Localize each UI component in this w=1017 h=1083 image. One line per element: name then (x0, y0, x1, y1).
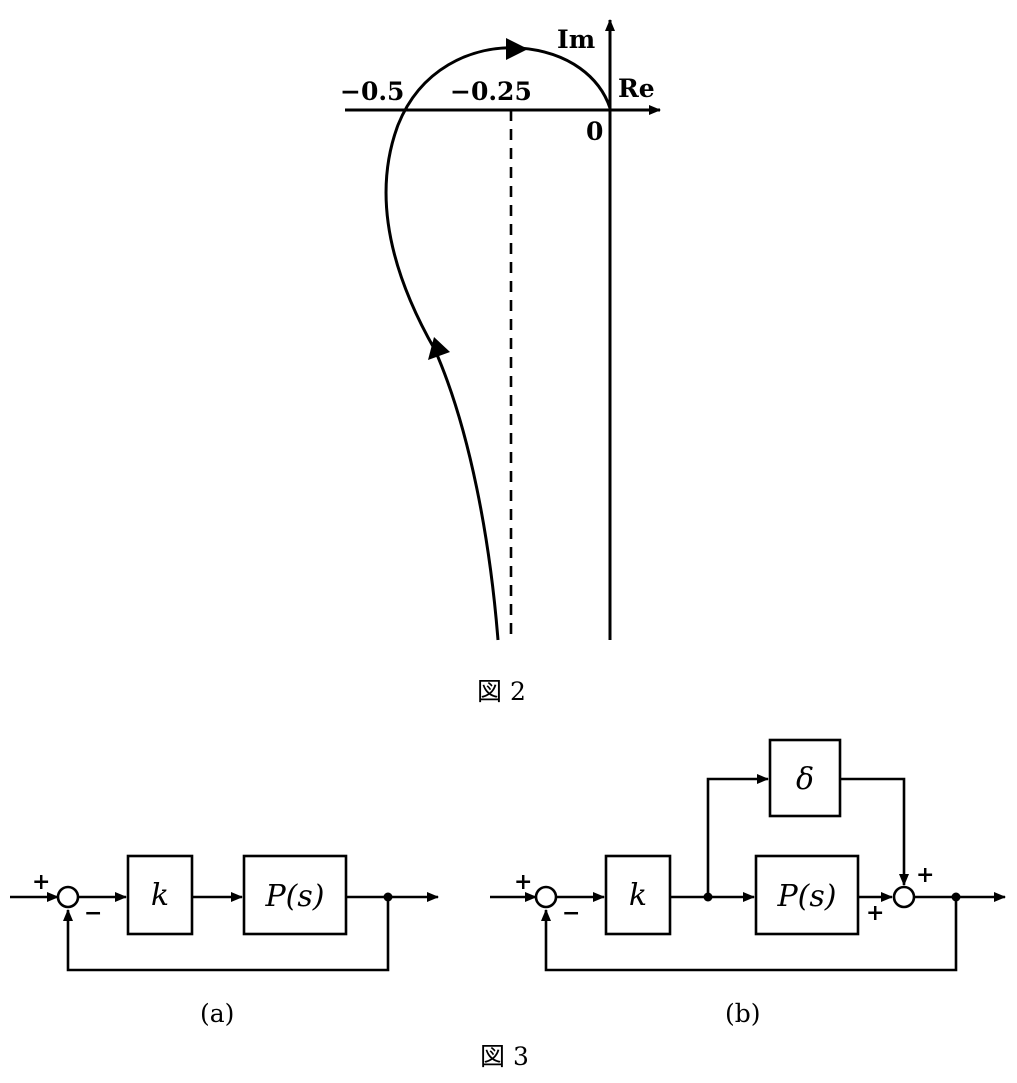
origin-label: 0 (586, 117, 603, 146)
a-input-sign: + (32, 869, 50, 895)
b-plant-label: P(s) (777, 879, 837, 914)
b-summing-junction-input (534, 885, 558, 909)
b-sum-top-sign: + (916, 862, 934, 888)
tick-label-neg-half: −0.5 (340, 77, 404, 106)
figure2-caption: 図 2 (477, 677, 526, 706)
b-feedback-path (541, 897, 958, 972)
curve-direction-arrow-top (506, 38, 528, 60)
b-gain-block (604, 854, 672, 936)
b-perturbation-label: δ (796, 762, 814, 797)
nyquist-curve (384, 46, 612, 641)
a-gain-block (126, 854, 194, 936)
b-gain-label: k (629, 878, 647, 913)
block-diagram-a: k P(s) + − (a) (10, 854, 439, 1028)
tick-label-neg-quarter: −0.25 (450, 77, 532, 106)
a-plant-label: P(s) (265, 879, 325, 914)
a-sublabel: (a) (200, 999, 234, 1028)
curve-direction-arrow-lower (428, 337, 450, 360)
b-feedback-sign: − (562, 900, 580, 926)
a-feedback-path (63, 897, 390, 972)
a-gain-label: k (151, 878, 169, 913)
b-plant-block (754, 854, 860, 936)
b-line-to-delta (706, 774, 769, 897)
a-plant-block (242, 854, 348, 936)
block-diagram-b: k P(s) δ + − + + (b) (490, 738, 1006, 1028)
figure3-caption: 図 3 (480, 1042, 529, 1071)
b-sum-left-sign: + (866, 900, 884, 926)
nyquist-plot: Im Re 0 −0.5 −0.25 図 2 (340, 19, 661, 706)
b-line-delta-to-sum (840, 777, 909, 886)
a-feedback-sign: − (84, 900, 102, 926)
b-sublabel: (b) (725, 999, 761, 1028)
b-input-sign: + (514, 869, 532, 895)
b-summing-junction-output (892, 885, 916, 909)
imag-axis-label: Im (557, 25, 595, 54)
a-summing-junction (56, 885, 80, 909)
real-axis-label: Re (618, 74, 655, 103)
